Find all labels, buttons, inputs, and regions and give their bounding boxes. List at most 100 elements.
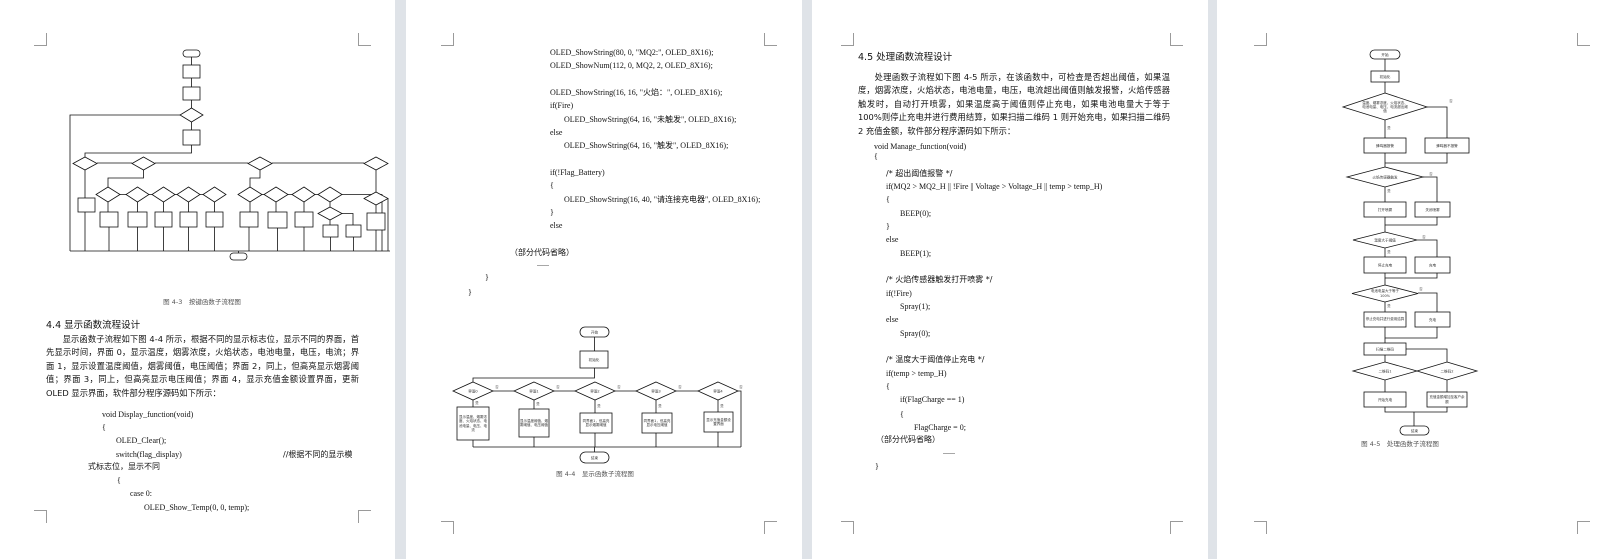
flow-charge-label: 充电 [1429, 262, 1437, 267]
flow-decision-qr2 [1415, 361, 1479, 381]
flow-scan-qr-box [1363, 342, 1407, 356]
flow-decision [72, 156, 98, 171]
yes-label: 是 [536, 401, 540, 406]
margin-mark [1170, 33, 1183, 46]
flow-terminator-start [182, 49, 201, 58]
code-line: else [550, 128, 563, 137]
flow-stop-bill-box [1363, 311, 1407, 328]
code-line: } [468, 288, 472, 297]
code-line: else [550, 221, 563, 230]
flow-end-label: 结束 [591, 455, 599, 460]
flow-decision [179, 107, 204, 123]
flow-action-box [641, 412, 673, 434]
code-line: } [886, 222, 890, 231]
page-4 [1217, 0, 1612, 559]
flow-action-box [456, 406, 490, 441]
code-line: case 0: [130, 489, 152, 498]
flow-alarm-label: 蜂鸣器报警 [1376, 143, 1394, 148]
flow-process [345, 224, 362, 238]
flow-action-box [579, 412, 613, 434]
flow-init [1370, 70, 1400, 83]
flow-init-label: 初始化 [1380, 74, 1391, 79]
flow-start-label: 开始 [1381, 52, 1389, 57]
code-line: { [886, 195, 890, 204]
section-heading: 4.5 处理函数流程设计 [858, 52, 953, 63]
no-label: 否 [495, 385, 499, 389]
code-line: } [875, 462, 879, 471]
flow-init [579, 350, 609, 369]
flow-charge-box [1414, 311, 1451, 328]
flow-decision [176, 186, 201, 203]
code-line: void Display_function(void) [102, 410, 194, 419]
yes-label: 是 [1387, 303, 1391, 308]
code-omitted-note: （部分代码省略） [876, 435, 940, 444]
body-paragraph: 处理函数子流程如下图 4-5 所示，在该函数中，可检查是否超出阈值，如果温度，烟… [858, 72, 1170, 136]
flow-spray-on-box [1363, 201, 1407, 218]
margin-mark [34, 510, 47, 523]
code-line: { [117, 476, 121, 485]
flow-action-label: 显示温度、烟雾浓度、火焰状态、电池电量、电压、电流 [459, 414, 487, 432]
flow-action-label: 同界面1，但高亮显示电压阈值 [643, 418, 671, 427]
flow-decision-battery [1351, 284, 1419, 303]
code-line: OLED_Clear(); [116, 436, 167, 445]
yes-label: 是 [597, 403, 601, 408]
margin-mark [1254, 33, 1267, 46]
connector [69, 57, 390, 253]
margin-mark [1254, 521, 1267, 534]
flow-spray-off-label: 关闭喷雾 [1425, 207, 1440, 212]
yes-label: 是 [1387, 249, 1391, 254]
code-line: else [886, 315, 899, 324]
code-line: if(temp > temp_H) [886, 369, 947, 378]
code-line: Spray(0); [900, 329, 931, 338]
page-3 [812, 0, 1208, 559]
margin-mark [441, 33, 454, 46]
flow-decision-screen0: 界面0 [452, 381, 494, 401]
flow-decision [317, 186, 343, 203]
flow-terminator-start [579, 326, 610, 338]
code-line: else [886, 235, 899, 244]
flow-spray-off-box [1414, 201, 1451, 218]
code-line: OLED_ShowString(64, 16, "未触发", OLED_8X16… [564, 115, 737, 124]
code-line: { [102, 423, 106, 432]
flowchart-display-function: 开始 初始化 界面0 界面1 界面2 界面3 界面4 否 否 否 否 否 是 是… [452, 326, 743, 464]
section-heading: 4.4 显示函数流程设计 [46, 320, 141, 331]
flow-alarm-box [1363, 137, 1407, 154]
flow-decision-label: 二维码1 [1378, 368, 1391, 373]
no-label: 否 [739, 385, 743, 389]
flowchart-key-function [69, 49, 390, 261]
no-label: 否 [1429, 172, 1433, 176]
yes-label: 是 [1387, 125, 1391, 130]
code-comment: /* 超出阈值报警 */ [886, 169, 953, 178]
page-2 [406, 0, 802, 559]
flow-decision-screen3: 界面3 [635, 381, 677, 401]
flow-decision [317, 206, 343, 221]
flow-stop-charge-box [1363, 256, 1407, 274]
code-line: if(MQ2 > MQ2_H || !Fire || Voltage > Vol… [886, 182, 1103, 191]
code-line: if(FlagCharge == 1) [900, 395, 965, 404]
no-label: 否 [617, 385, 621, 389]
code-comment: 式标志位，显示不同 [88, 462, 160, 471]
flow-no-alarm-box [1424, 137, 1470, 154]
margin-mark [841, 521, 854, 534]
margin-mark [1170, 521, 1183, 534]
code-line: void Manage_function(void) [874, 142, 967, 151]
flow-decision [291, 186, 316, 203]
flow-scan-qr-label: 扫描二维码 [1376, 346, 1394, 351]
svg-text:界面3: 界面3 [651, 388, 660, 393]
code-line: FlagCharge = 0; [914, 423, 966, 432]
flow-process [322, 224, 339, 238]
code-line: if(!Fire) [886, 289, 912, 298]
code-line: { [874, 152, 878, 161]
flow-terminator-end [229, 252, 248, 261]
code-comment: /* 火焰传感器触发打开喷雾 */ [886, 275, 993, 284]
code-line: { [900, 410, 904, 419]
flow-decision [125, 186, 150, 203]
flow-decision-label: 温度、烟雾浓度、火焰状态、电池电量、电压、电流超出阈值 [1362, 100, 1408, 114]
code-line: switch(flag_display) [116, 450, 182, 459]
code-line: } [550, 208, 554, 217]
code-ellipsis: ...... [943, 447, 955, 456]
flow-terminator-end [579, 451, 610, 464]
flow-terminator-end [1399, 425, 1430, 436]
flow-stop-charge-label: 停止充电 [1378, 262, 1393, 267]
